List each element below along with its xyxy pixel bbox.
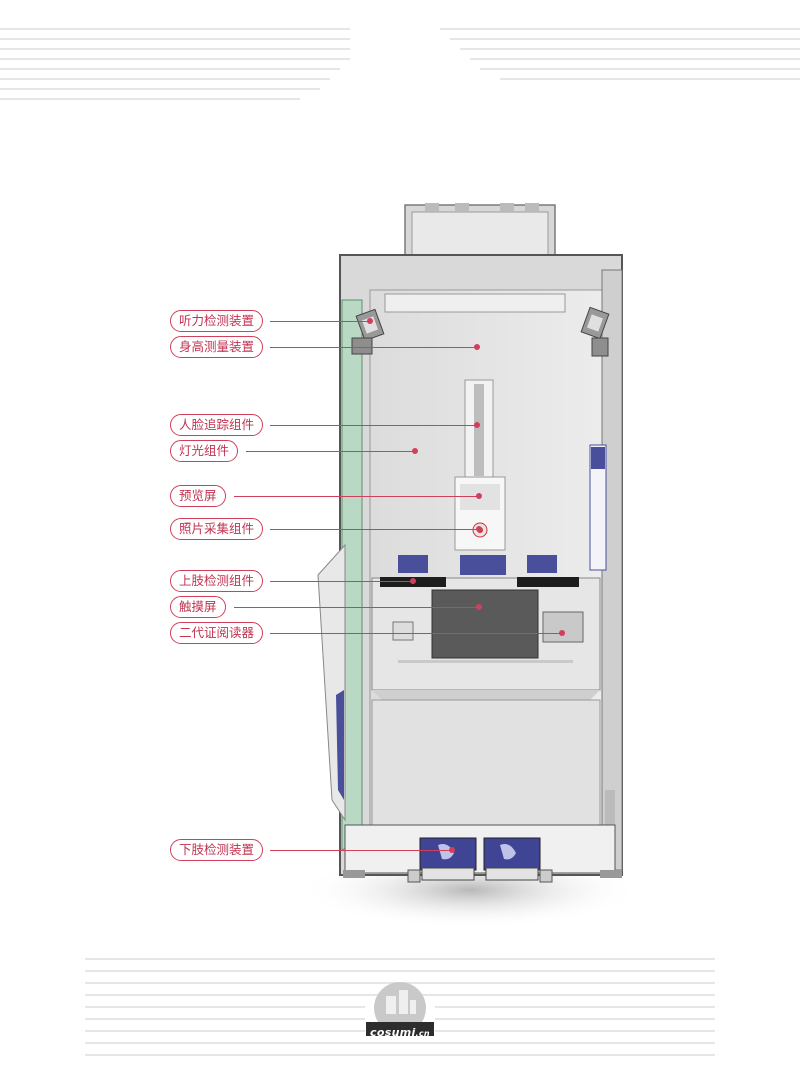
foot-pad-left (420, 838, 476, 880)
floor (345, 825, 615, 873)
callout-touch-screen: 触摸屏 (170, 596, 226, 618)
callout-id-card-reader: 二代证阅读器 (170, 622, 263, 644)
ceiling-light-bar (385, 294, 565, 312)
touch-screen-panel (432, 590, 538, 658)
callout-face-tracking: 人脸追踪组件 (170, 414, 263, 436)
callout-height-measurement: 身高测量装置 (170, 336, 263, 358)
lower-cabinet (372, 700, 600, 825)
callout-lighting: 灯光组件 (170, 440, 238, 462)
callout-preview-screen: 预览屏 (170, 485, 226, 507)
logo-text: cosumi.cn (368, 1026, 432, 1039)
callout-lower-limb: 下肢检测装置 (170, 839, 263, 861)
callout-upper-limb: 上肢检测组件 (170, 570, 263, 592)
callout-hearing-test: 听力检测装置 (170, 310, 263, 332)
foot-pad-right (484, 838, 540, 880)
callout-photo-capture: 照片采集组件 (170, 518, 263, 540)
